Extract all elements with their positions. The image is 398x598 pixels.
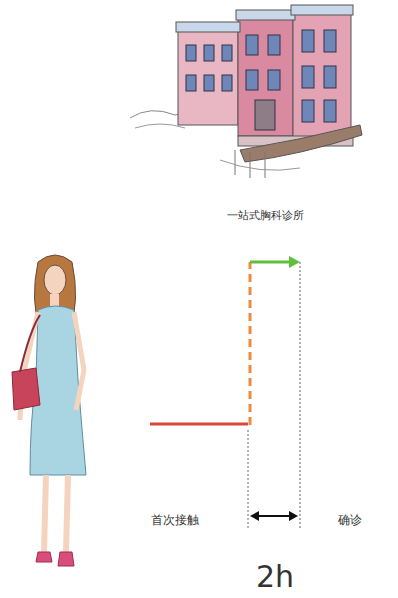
start-label: 首次接触: [151, 512, 199, 529]
clinic-building: [130, 5, 362, 178]
duration-label: 2h: [256, 559, 294, 594]
timeline: [150, 256, 300, 530]
woman-figure: [12, 255, 86, 566]
end-label: 确诊: [338, 512, 362, 529]
clinic-label: 一站式胸科诊所: [227, 208, 304, 223]
